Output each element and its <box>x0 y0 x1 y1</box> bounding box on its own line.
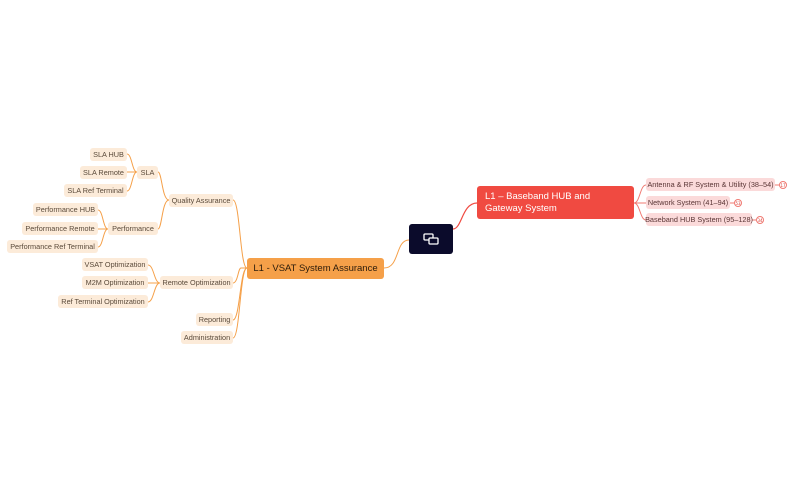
topic-label: L1 – Baseband HUB and Gateway System <box>485 190 591 214</box>
topic-quality-assurance[interactable]: Quality Assurance <box>169 194 233 207</box>
topic-label: Network System (41–94) <box>647 198 729 207</box>
topic-label: Performance HUB <box>35 205 96 214</box>
link-sla-ref <box>126 171 138 192</box>
badge-count: 34 <box>757 217 763 223</box>
topic-label: Reporting <box>198 315 231 324</box>
topic-vsat-system-assurance[interactable]: L1 - VSAT System Assurance <box>247 258 384 279</box>
link-quality-sla <box>157 171 170 201</box>
topic-reporting[interactable]: Reporting <box>196 313 233 326</box>
collapsed-count-badge[interactable]: 34 <box>756 216 764 224</box>
topic-label: SLA Remote <box>83 168 124 177</box>
topic-label: Antenna & RF System & Utility (38–54) <box>647 180 774 189</box>
topic-performance-remote[interactable]: Performance Remote <box>22 222 98 235</box>
link-perf-ref <box>97 228 109 248</box>
collapsed-count-badge[interactable]: 17 <box>779 181 787 189</box>
topic-label: Administration <box>183 333 231 342</box>
topic-antenna-rf[interactable]: Antenna & RF System & Utility (38–54) <box>646 178 775 191</box>
central-topic[interactable] <box>409 224 453 254</box>
topic-ref-terminal-optimization[interactable]: Ref Terminal Optimization <box>58 295 148 308</box>
link-right-antenna <box>633 184 647 204</box>
topic-performance-ref-terminal[interactable]: Performance Ref Terminal <box>7 240 98 253</box>
link-remote-vsat <box>147 264 161 284</box>
topic-label: Ref Terminal Optimization <box>61 297 145 306</box>
link-sla-hub <box>126 153 138 173</box>
link-l1-reporting <box>232 267 248 321</box>
link-center-right <box>452 202 478 230</box>
topic-label: SLA Ref Terminal <box>67 186 124 195</box>
topic-label: Performance <box>112 224 154 233</box>
topic-m2m-optimization[interactable]: M2M Optimization <box>82 276 148 289</box>
topic-performance-hub[interactable]: Performance HUB <box>33 203 98 216</box>
topic-label: Baseband HUB System (95–128) <box>645 215 753 224</box>
link-center-left <box>383 239 410 269</box>
topic-sla-remote[interactable]: SLA Remote <box>80 166 127 179</box>
topic-performance[interactable]: Performance <box>108 222 158 235</box>
topic-administration[interactable]: Administration <box>181 331 233 344</box>
collapsed-count-badge[interactable]: 53 <box>734 199 742 207</box>
link-quality-performance <box>157 199 170 230</box>
topic-sla[interactable]: SLA <box>137 166 158 179</box>
link-l1-admin <box>232 267 248 339</box>
topic-baseband-hub-system[interactable]: Baseband HUB System (95–128) <box>645 213 753 226</box>
link-l1-quality <box>232 199 248 269</box>
topic-label: M2M Optimization <box>85 278 145 287</box>
link-remote-ref <box>147 282 161 303</box>
topic-label: Quality Assurance <box>171 196 231 205</box>
topic-sla-hub[interactable]: SLA HUB <box>90 148 127 161</box>
linked-pages-icon <box>423 233 439 245</box>
topic-baseband-hub-gateway[interactable]: L1 – Baseband HUB and Gateway System <box>477 186 634 219</box>
badge-count: 17 <box>780 182 786 188</box>
topic-label: VSAT Optimization <box>84 260 146 269</box>
topic-vsat-optimization[interactable]: VSAT Optimization <box>82 258 148 271</box>
topic-label: L1 - VSAT System Assurance <box>253 263 378 274</box>
topic-remote-optimization[interactable]: Remote Optimization <box>160 276 233 289</box>
link-l1-remote <box>232 267 247 284</box>
topic-label: SLA HUB <box>93 150 124 159</box>
badge-count: 53 <box>735 200 741 206</box>
topic-network-system[interactable]: Network System (41–94) <box>646 196 730 209</box>
link-perf-hub <box>97 209 109 230</box>
topic-label: Remote Optimization <box>162 278 231 287</box>
topic-sla-ref-terminal[interactable]: SLA Ref Terminal <box>64 184 127 197</box>
topic-label: Performance Ref Terminal <box>10 242 95 251</box>
link-right-baseband <box>633 202 647 221</box>
topic-label: SLA <box>140 168 155 177</box>
topic-label: Performance Remote <box>25 224 95 233</box>
